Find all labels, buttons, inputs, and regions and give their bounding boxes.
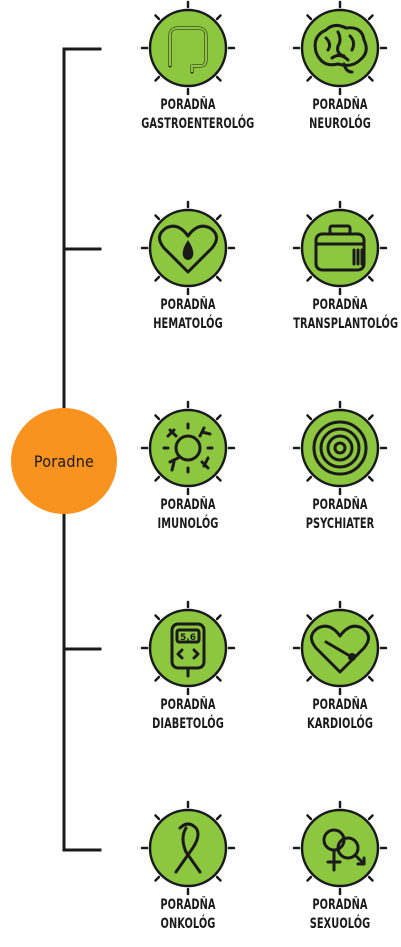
node-title: PORADŇA xyxy=(160,897,216,913)
node-sexuolog[interactable]: PORADŇA SEXUOLÓG xyxy=(280,800,400,934)
node-imunolog[interactable]: PORADŇA IMUNOLÓG xyxy=(128,400,248,534)
node-specialty: NEUROLÓG xyxy=(309,116,371,132)
ribbon-icon xyxy=(140,800,236,896)
node-title: PORADŇA xyxy=(312,697,368,713)
colon-icon xyxy=(140,0,236,96)
center-label: Poradne xyxy=(33,451,95,471)
node-title: PORADŇA xyxy=(160,97,216,113)
node-title: PORADŇA xyxy=(312,297,368,313)
cooler-box-icon xyxy=(292,200,388,296)
node-specialty: SEXUOLÓG xyxy=(309,916,371,932)
node-hematolog[interactable]: PORADŇA HEMATOLÓG xyxy=(128,200,248,334)
immune-cell-icon xyxy=(140,400,236,496)
node-specialty: KARDIOLÓG xyxy=(307,716,373,732)
node-specialty: ONKOLÓG xyxy=(160,916,216,932)
node-neurolog[interactable]: PORADŇA NEUROLÓG xyxy=(280,0,400,134)
node-specialty: IMUNOLÓG xyxy=(157,516,219,532)
node-specialty: DIABETOLÓG xyxy=(152,716,224,732)
node-transplantolog[interactable]: PORADŇA TRANSPLANTOLÓG xyxy=(280,200,400,334)
brain-icon xyxy=(292,0,388,96)
node-title: PORADŇA xyxy=(312,497,368,513)
node-title: PORADŇA xyxy=(160,497,216,513)
spiral-icon xyxy=(292,400,388,496)
glucometer-icon: 5,6 xyxy=(140,600,236,696)
node-onkolog[interactable]: PORADŇA ONKOLÓG xyxy=(128,800,248,934)
node-specialty: GASTROENTEROLÓG xyxy=(141,116,255,132)
gender-symbols-icon xyxy=(292,800,388,896)
node-specialty: TRANSPLANTOLÓG xyxy=(293,316,399,332)
node-diabetolog[interactable]: 5,6 PORADŇA DIABETOLÓG xyxy=(128,600,248,734)
center-hub: Poradne xyxy=(11,408,117,514)
node-title: PORADŇA xyxy=(160,297,216,313)
node-kardiolog[interactable]: PORADŇA KARDIOLÓG xyxy=(280,600,400,734)
node-title: PORADŇA xyxy=(312,897,368,913)
svg-text:5,6: 5,6 xyxy=(180,633,196,643)
heart-drop-icon xyxy=(140,200,236,296)
node-gastroenterolog[interactable]: PORADŇA GASTROENTEROLÓG xyxy=(128,0,255,134)
heart-gauge-icon xyxy=(292,600,388,696)
node-specialty: PSYCHIATER xyxy=(305,516,375,532)
node-title: PORADŇA xyxy=(312,97,368,113)
node-title: PORADŇA xyxy=(160,697,216,713)
node-psychiater[interactable]: PORADŇA PSYCHIATER xyxy=(280,400,400,534)
node-specialty: HEMATOLÓG xyxy=(153,316,223,332)
